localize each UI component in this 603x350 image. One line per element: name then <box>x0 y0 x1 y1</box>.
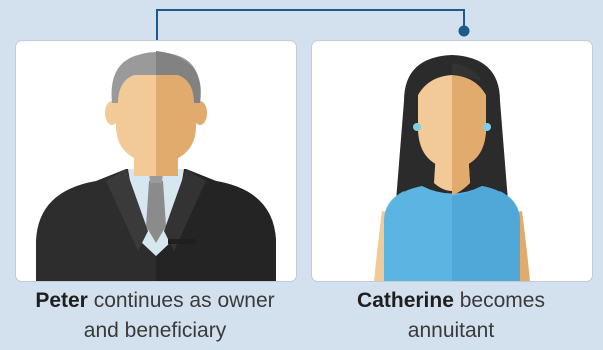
connector-line <box>156 9 470 40</box>
catherine-card <box>311 40 593 282</box>
peter-caption-line2: and beneficiary <box>83 319 227 342</box>
catherine-caption: Catherine becomes annuitant <box>306 286 596 346</box>
peter-caption: Peter continues as owner and beneficiary <box>10 286 300 346</box>
peter-caption-line1: continues as owner <box>93 289 275 312</box>
man-in-suit-illustration <box>36 51 276 281</box>
woman-in-blue-top-illustration <box>374 55 530 281</box>
peter-name: Peter <box>35 289 88 312</box>
peter-card <box>15 40 297 282</box>
catherine-name: Catherine <box>357 289 454 312</box>
catherine-caption-line1: becomes <box>459 289 545 312</box>
catherine-caption-line2: annuitant <box>407 319 495 342</box>
connector-dot <box>458 25 470 37</box>
